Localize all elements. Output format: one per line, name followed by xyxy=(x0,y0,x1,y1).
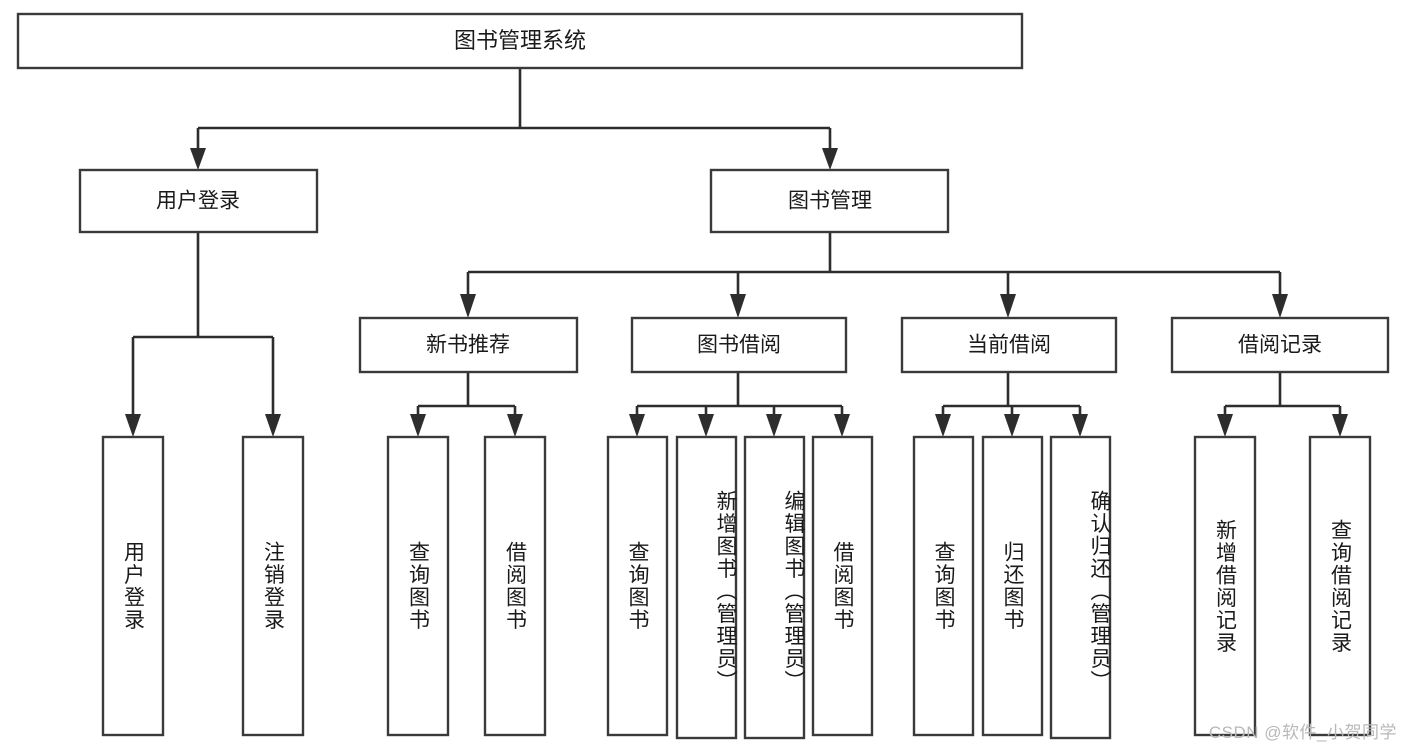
leaf-box-borrow-record-0[interactable] xyxy=(1193,435,1257,737)
connector-group-current-borrow xyxy=(935,372,1088,437)
leaf-box-book-borrow-1[interactable] xyxy=(675,435,738,740)
arrow-book-borrow-leaf-2 xyxy=(766,414,782,437)
node-root-label: 图书管理系统 xyxy=(454,28,586,53)
leaf-box-book-borrow-3[interactable] xyxy=(811,435,874,737)
node-borrow-record-rect[interactable] xyxy=(1170,316,1390,374)
leaf-label-new-book-0: 查询图书 xyxy=(406,541,430,631)
watermark-text: CSDN @软件_小贺同学 xyxy=(1208,723,1397,742)
node-book-borrow-rect[interactable] xyxy=(630,316,848,374)
leaf-box-new-book-1[interactable] xyxy=(483,435,547,737)
leaf-box-current-borrow-0[interactable] xyxy=(912,435,975,737)
arrow-book-mgmt-child-0 xyxy=(460,294,476,318)
arrow-book-mgmt-child-2 xyxy=(1000,294,1016,318)
arrow-current-borrow-leaf-0 xyxy=(935,414,951,437)
connector-group-borrow-record xyxy=(1217,372,1348,437)
leaf-label-book-borrow-2: 编辑图书（管理员） xyxy=(782,489,805,693)
leaf-box-user-login-1[interactable] xyxy=(241,435,305,737)
node-book-management[interactable]: 图书管理 xyxy=(709,168,950,234)
arrow-book-borrow-leaf-1 xyxy=(698,414,714,437)
node-user-login[interactable]: 用户登录 xyxy=(78,168,319,234)
node-new-book-recommend[interactable]: 新书推荐 xyxy=(358,316,579,374)
arrow-borrow-record-leaf-0 xyxy=(1217,414,1233,437)
leaf-label-borrow-record-0: 新增借阅记录 xyxy=(1213,518,1237,654)
leaf-box-current-borrow-1[interactable] xyxy=(981,435,1044,737)
leaf-label-user-login-0: 用户登录 xyxy=(121,541,145,631)
connector-group-book-mgmt xyxy=(460,232,1288,318)
node-book-management-rect[interactable] xyxy=(709,168,950,234)
node-current-borrow[interactable]: 当前借阅 xyxy=(900,316,1118,374)
arrow-new-book-leaf-1 xyxy=(507,414,523,437)
connector-group-root xyxy=(190,68,838,170)
arrow-book-borrow-leaf-3 xyxy=(834,414,850,437)
connector-group-user-login xyxy=(125,232,281,437)
connector-group-book-borrow xyxy=(629,372,850,437)
node-root-rect[interactable] xyxy=(16,12,1024,70)
node-current-borrow-rect[interactable] xyxy=(900,316,1118,374)
arrow-user-login-leaf-1 xyxy=(265,414,281,437)
node-new-book-recommend-label: 新书推荐 xyxy=(426,334,510,357)
arrow-root-to-user-login xyxy=(190,148,206,170)
leaf-label-current-borrow-0: 查询图书 xyxy=(932,541,955,631)
leaf-label-book-borrow-1: 新增图书（管理员） xyxy=(714,489,737,693)
node-new-book-recommend-rect[interactable] xyxy=(358,316,579,374)
arrow-book-borrow-leaf-0 xyxy=(629,414,645,437)
leaf-box-user-login-0[interactable] xyxy=(101,435,165,737)
leaf-label-current-borrow-1: 归还图书 xyxy=(1001,541,1024,631)
leaf-label-new-book-1: 借阅图书 xyxy=(503,541,527,631)
leaf-box-new-book-0[interactable] xyxy=(386,435,450,737)
arrow-user-login-leaf-0 xyxy=(125,414,141,437)
arrow-new-book-leaf-0 xyxy=(410,414,426,437)
node-current-borrow-label: 当前借阅 xyxy=(967,334,1051,357)
node-user-login-label: 用户登录 xyxy=(156,190,240,213)
leaf-box-current-borrow-2[interactable] xyxy=(1049,435,1112,740)
leaf-box-book-borrow-2[interactable] xyxy=(743,435,806,740)
arrow-book-mgmt-child-3 xyxy=(1272,294,1288,318)
node-book-borrow-label: 图书借阅 xyxy=(697,334,781,357)
leaf-label-borrow-record-1: 查询借阅记录 xyxy=(1328,518,1352,654)
node-book-borrow[interactable]: 图书借阅 xyxy=(630,316,848,374)
arrow-book-mgmt-child-1 xyxy=(730,294,746,318)
arrow-current-borrow-leaf-1 xyxy=(1004,414,1020,437)
node-book-management-label: 图书管理 xyxy=(788,190,872,213)
leaf-label-book-borrow-0: 查询图书 xyxy=(626,541,649,631)
arrow-root-to-book-mgmt xyxy=(822,148,838,170)
leaf-box-borrow-record-1[interactable] xyxy=(1308,435,1372,737)
leaf-box-book-borrow-0[interactable] xyxy=(606,435,669,737)
node-user-login-rect[interactable] xyxy=(78,168,319,234)
node-borrow-record-label: 借阅记录 xyxy=(1238,334,1322,357)
leaf-label-current-borrow-2: 确认归还（管理员） xyxy=(1088,489,1111,693)
leaf-label-book-borrow-3: 借阅图书 xyxy=(831,541,854,631)
connector-group-new-book xyxy=(410,372,523,437)
leaf-label-user-login-1: 注销登录 xyxy=(261,541,285,631)
arrow-current-borrow-leaf-2 xyxy=(1072,414,1088,437)
arrow-borrow-record-leaf-1 xyxy=(1332,414,1348,437)
node-borrow-record[interactable]: 借阅记录 xyxy=(1170,316,1390,374)
node-root[interactable]: 图书管理系统 xyxy=(16,12,1024,70)
